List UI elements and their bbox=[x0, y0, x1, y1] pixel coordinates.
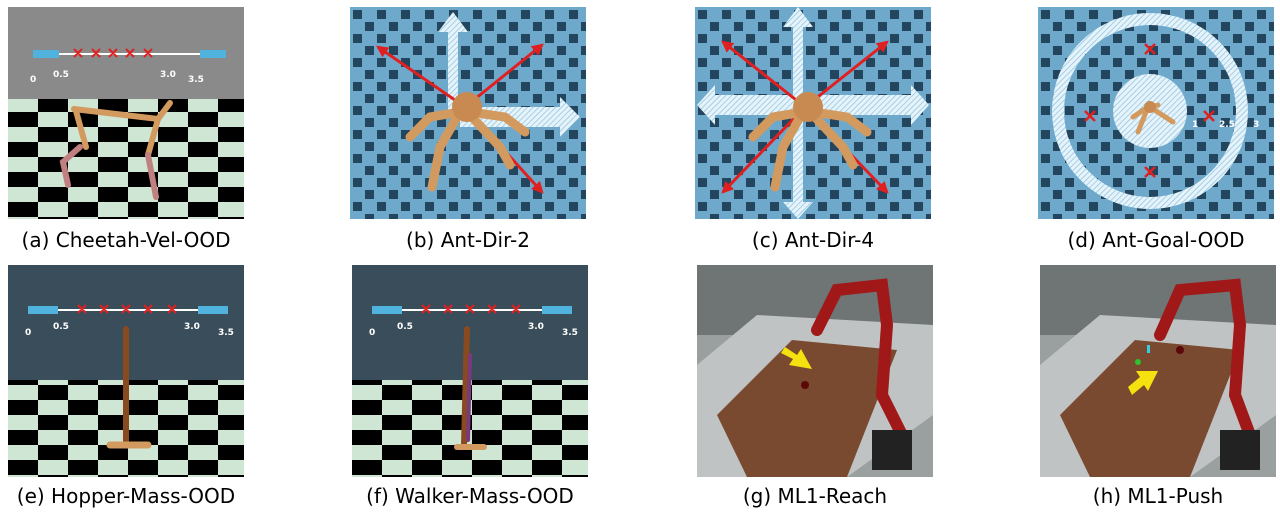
panel-walker-mass-ood: 0 0.5 3.0 3.5 bbox=[352, 265, 588, 477]
arrow-icon bbox=[781, 347, 812, 369]
caption: (e) Hopper-Mass-OOD bbox=[16, 484, 236, 508]
panel-ml1-push bbox=[1040, 265, 1276, 477]
ant-robot bbox=[1130, 102, 1176, 135]
panel-cheetah-vel-ood: 0 0.5 3.0 3.5 bbox=[8, 7, 244, 219]
cheetah-robot bbox=[59, 100, 173, 200]
tick-label: 0.5 bbox=[53, 70, 69, 80]
tick-label: 3 bbox=[1253, 120, 1259, 130]
robot-arm bbox=[1154, 278, 1256, 441]
tick-label: 0 bbox=[30, 75, 36, 85]
tick-label: 3.0 bbox=[160, 70, 176, 80]
tick-label: 0.5 bbox=[53, 322, 69, 332]
tick-label: 3.0 bbox=[528, 322, 544, 332]
tick-label: 0 bbox=[25, 328, 31, 338]
tick-label: 3.5 bbox=[218, 328, 234, 338]
caption: (c) Ant-Dir-4 bbox=[751, 228, 875, 252]
panel-ant-dir-2 bbox=[350, 7, 586, 219]
caption: (a) Cheetah-Vel-OOD bbox=[21, 228, 231, 252]
tick-label: 3.5 bbox=[562, 328, 578, 338]
caption: (b) Ant-Dir-2 bbox=[406, 228, 530, 252]
velocity-scale: 0 0.5 3.0 3.5 bbox=[30, 48, 226, 85]
tick-label: 1 bbox=[1192, 120, 1198, 130]
panel-ant-dir-4 bbox=[695, 7, 931, 219]
robot-arm bbox=[811, 278, 908, 441]
panel-hopper-mass-ood: 0 0.5 3.0 3.5 bbox=[8, 265, 244, 477]
tick-label: 0.5 bbox=[397, 322, 413, 332]
tick-label: 0 bbox=[369, 328, 375, 338]
ant-robot bbox=[748, 107, 872, 192]
walker-robot bbox=[454, 326, 487, 450]
hopper-robot bbox=[106, 326, 152, 449]
panel-ant-goal-ood: 1 2.5 3 bbox=[1038, 7, 1274, 219]
caption: (d) Ant-Goal-OOD bbox=[1067, 228, 1245, 252]
caption: (g) ML1-Reach bbox=[742, 484, 888, 508]
ant-robot bbox=[405, 107, 530, 192]
tick-label: 2.5 bbox=[1219, 120, 1235, 130]
caption: (f) Walker-Mass-OOD bbox=[366, 484, 574, 508]
arrow-icon bbox=[1128, 371, 1158, 395]
panel-ml1-reach bbox=[697, 265, 933, 477]
caption: (h) ML1-Push bbox=[1092, 484, 1224, 508]
tick-label: 3.0 bbox=[184, 322, 200, 332]
tick-label: 3.5 bbox=[188, 75, 204, 85]
